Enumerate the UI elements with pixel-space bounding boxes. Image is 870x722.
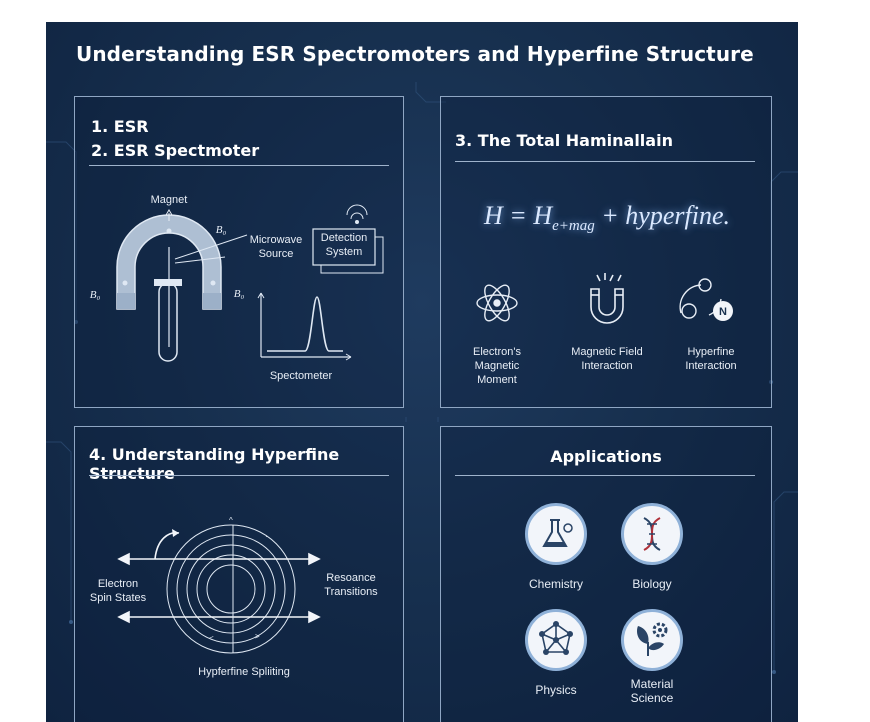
detection-system-box	[312, 228, 376, 266]
atom-icon	[476, 284, 518, 322]
panel-title-esr: 1. ESR	[91, 117, 149, 136]
magnet-pole-left	[117, 293, 135, 309]
hyperfine-diagram: ^ · · > <	[117, 516, 321, 654]
panel-title-esr-spectmoter: 2. ESR Spectmoter	[91, 141, 260, 160]
b0-label-top: B₀	[215, 224, 227, 236]
sample-tube	[158, 282, 178, 362]
detection-system-label: Detection System	[320, 232, 368, 258]
svg-text:·: ·	[265, 532, 268, 541]
poster-title: Understanding ESR Spectromoters and Hype…	[76, 42, 754, 66]
hyperfine-splitting-label: Hypferfine Spliiting	[198, 666, 290, 678]
nucleus-icon: N	[679, 278, 733, 321]
hamiltonian-formula: H = He+mag + hyperfine.	[484, 201, 730, 235]
panel-title-applications: Applications	[550, 447, 662, 466]
panel-divider	[455, 475, 755, 476]
hamiltonian-icons: N	[476, 273, 733, 324]
resonance-label: Resoance Transitions	[324, 572, 378, 598]
icon-label-magnetic-field: Magnetic Field Interaction	[571, 346, 643, 372]
svg-text:N: N	[719, 306, 727, 318]
infographic-poster: Understanding ESR Spectromoters and Hype…	[46, 22, 798, 722]
b0-label-left: B₀	[89, 289, 101, 301]
app-label-physics: Physics	[535, 683, 577, 697]
panel-divider	[455, 161, 755, 162]
panel-divider	[89, 165, 389, 166]
electron-spin-label: Electron Spin States	[89, 578, 147, 604]
panel-applications: Applications Chemistry Biology	[440, 426, 772, 722]
concentric-orbits	[166, 524, 296, 654]
app-label-material-science: Material Science	[630, 677, 674, 705]
spectrum-plot	[257, 292, 352, 361]
panel-total-hamiltonian: 3. The Total Haminallain H = He+mag + hy…	[440, 96, 772, 408]
svg-text:·: ·	[193, 532, 196, 541]
panel-divider	[89, 475, 389, 476]
panel-title-hyperfine: 4. Understanding Hyperfine Structure	[89, 445, 340, 483]
spectrometer-diagram	[116, 204, 384, 362]
physics-badge	[525, 609, 587, 671]
panel-title-hamiltonian: 3. The Total Haminallain	[455, 131, 673, 150]
svg-text:^: ^	[229, 516, 233, 525]
magnet-label: Magnet	[150, 194, 188, 206]
app-label-biology: Biology	[632, 577, 672, 591]
panel-esr-spectrometer: 1. ESR 2. ESR Spectmoter	[74, 96, 404, 408]
svg-text:<: <	[209, 634, 214, 643]
plant-gear-icon	[637, 622, 668, 656]
spectometer-label: Spectometer	[269, 370, 333, 382]
antenna-icon	[346, 204, 368, 224]
microwave-source-label: Microwave Source	[249, 234, 303, 260]
biology-badge	[621, 503, 683, 565]
app-label-chemistry: Chemistry	[528, 577, 583, 591]
svg-text:>: >	[255, 632, 260, 641]
b0-label-right: B₀	[233, 288, 245, 300]
flask-icon	[542, 519, 573, 547]
molecule-icon	[539, 621, 573, 655]
chemistry-badge	[525, 503, 587, 565]
dna-icon	[643, 517, 661, 551]
icon-label-hyperfine: Hyperfine Interaction	[685, 346, 737, 372]
magnet-icon	[590, 273, 624, 324]
icon-label-electron-moment: Electron's Magnetic Moment	[473, 346, 521, 386]
material-science-badge	[621, 609, 683, 671]
magnet-pole-right	[203, 293, 221, 309]
magnet-shape	[116, 214, 222, 310]
panel-hyperfine-structure: 4. Understanding Hyperfine Structure ^ · ·…	[74, 426, 404, 722]
spin-flip-arrow	[154, 531, 180, 560]
